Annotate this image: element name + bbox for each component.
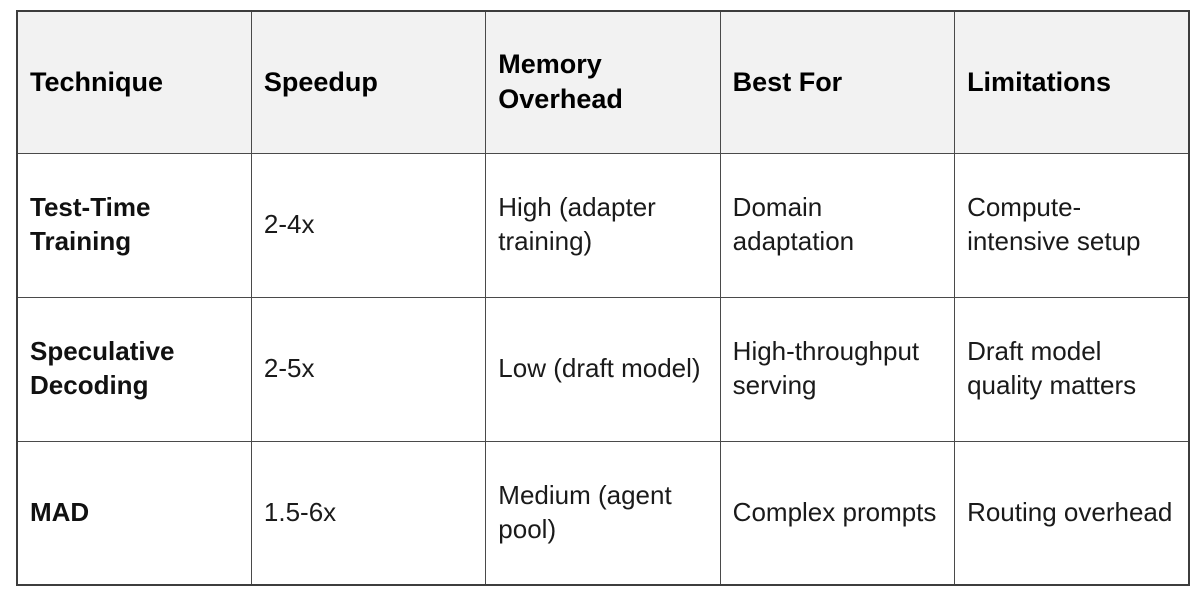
cell-speedup: 2-4x (250, 152, 487, 298)
cell-technique: Test-Time Training (16, 152, 252, 298)
comparison-table-container: Technique Speedup Memory Overhead Best F… (16, 10, 1190, 586)
technique-comparison-table: Technique Speedup Memory Overhead Best F… (16, 10, 1190, 586)
header-cell-best-for: Best For (719, 10, 956, 154)
header-cell-technique: Technique (16, 10, 252, 154)
cell-speedup: 2-5x (250, 296, 487, 442)
cell-limitations: Draft model quality matters (954, 296, 1190, 442)
table-row: MAD 1.5-6x Medium (agent pool) Complex p… (16, 440, 1190, 586)
cell-best-for: Complex prompts (719, 440, 956, 586)
header-cell-speedup: Speedup (250, 10, 487, 154)
cell-memory-overhead: High (adapter training) (485, 152, 721, 298)
cell-memory-overhead: Medium (agent pool) (485, 440, 721, 586)
cell-limitations: Compute-intensive setup (954, 152, 1190, 298)
table-row: Test-Time Training 2-4x High (adapter tr… (16, 152, 1190, 298)
header-row: Technique Speedup Memory Overhead Best F… (16, 10, 1190, 154)
table-row: Speculative Decoding 2-5x Low (draft mod… (16, 296, 1190, 442)
cell-memory-overhead: Low (draft model) (485, 296, 721, 442)
header-cell-memory-overhead: Memory Overhead (485, 10, 721, 154)
cell-speedup: 1.5-6x (250, 440, 487, 586)
cell-technique: MAD (16, 440, 252, 586)
cell-best-for: Domain adaptation (719, 152, 956, 298)
cell-best-for: High-throughput serving (719, 296, 956, 442)
cell-limitations: Routing overhead (954, 440, 1190, 586)
header-cell-limitations: Limitations (954, 10, 1190, 154)
cell-technique: Speculative Decoding (16, 296, 252, 442)
